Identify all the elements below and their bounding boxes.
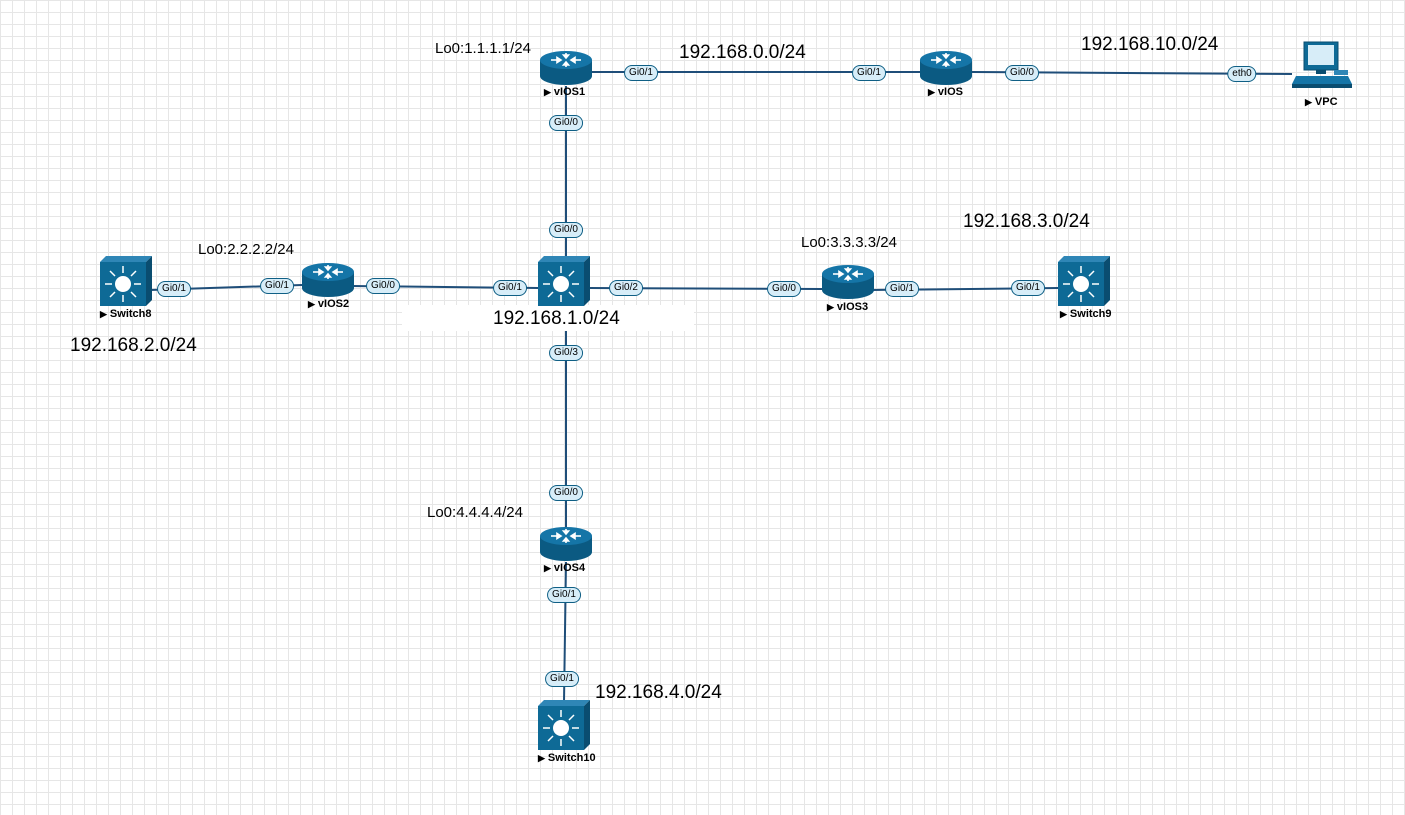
node-label-vios1: ▶vIOS1 [544, 86, 586, 98]
port-core-gi03[interactable]: Gi0/3 [549, 345, 583, 361]
router-icon[interactable] [538, 526, 594, 562]
router-icon[interactable] [918, 50, 974, 86]
multilayer-switch-icon[interactable] [538, 256, 590, 306]
label-backdrop [402, 305, 694, 331]
port-vios1-gi00[interactable]: Gi0/0 [549, 115, 583, 131]
multilayer-switch-icon[interactable] [538, 700, 590, 750]
node-label-switch9: ▶Switch9 [1060, 308, 1112, 320]
port-core-gi00[interactable]: Gi0/0 [549, 222, 583, 238]
port-vios3-gi00[interactable]: Gi0/0 [767, 281, 801, 297]
port-vios4-gi01[interactable]: Gi0/1 [547, 587, 581, 603]
router-icon[interactable] [300, 262, 356, 298]
port-vios3-gi01[interactable]: Gi0/1 [885, 281, 919, 297]
network-label-1: 192.168.1.0/24 [493, 308, 620, 329]
port-vios-gi00[interactable]: Gi0/0 [1005, 65, 1039, 81]
network-label-4: 192.168.4.0/24 [595, 682, 722, 703]
loopback-label-vios4: Lo0:4.4.4.4/24 [427, 504, 523, 521]
pc-icon[interactable] [1290, 40, 1354, 92]
port-switch10-gi01[interactable]: Gi0/1 [545, 671, 579, 687]
node-label-vios3: ▶vIOS3 [827, 301, 869, 313]
port-core-gi01[interactable]: Gi0/1 [493, 280, 527, 296]
loopback-label-vios3: Lo0:3.3.3.3/24 [801, 234, 897, 251]
port-vpc-eth0[interactable]: eth0 [1227, 66, 1257, 82]
port-vios2-gi00[interactable]: Gi0/0 [366, 278, 400, 294]
port-vios4-gi00[interactable]: Gi0/0 [549, 485, 583, 501]
multilayer-switch-icon[interactable] [1058, 256, 1110, 306]
multilayer-switch-icon[interactable] [100, 256, 152, 306]
node-label-vios: ▶vIOS [928, 86, 963, 98]
port-switch9-gi01[interactable]: Gi0/1 [1011, 280, 1045, 296]
router-icon[interactable] [538, 50, 594, 86]
port-vios1-gi01[interactable]: Gi0/1 [624, 65, 658, 81]
port-switch8-gi01[interactable]: Gi0/1 [157, 281, 191, 297]
node-label-vpc: ▶VPC [1305, 96, 1338, 108]
node-label-switch8: ▶Switch8 [100, 308, 152, 320]
node-label-switch10: ▶Switch10 [538, 752, 596, 764]
node-label-vios4: ▶vIOS4 [544, 562, 586, 574]
node-label-vios2: ▶vIOS2 [308, 298, 350, 310]
loopback-label-vios1: Lo0:1.1.1.1/24 [435, 40, 531, 57]
loopback-label-vios2: Lo0:2.2.2.2/24 [198, 241, 294, 258]
port-vios2-gi01[interactable]: Gi0/1 [260, 278, 294, 294]
network-label-3: 192.168.3.0/24 [963, 211, 1090, 232]
network-label-0: 192.168.0.0/24 [679, 42, 806, 63]
port-vios-gi01[interactable]: Gi0/1 [852, 65, 886, 81]
network-label-10: 192.168.10.0/24 [1081, 34, 1219, 55]
router-icon[interactable] [820, 264, 876, 300]
port-core-gi02[interactable]: Gi0/2 [609, 280, 643, 296]
network-label-2: 192.168.2.0/24 [70, 335, 197, 356]
